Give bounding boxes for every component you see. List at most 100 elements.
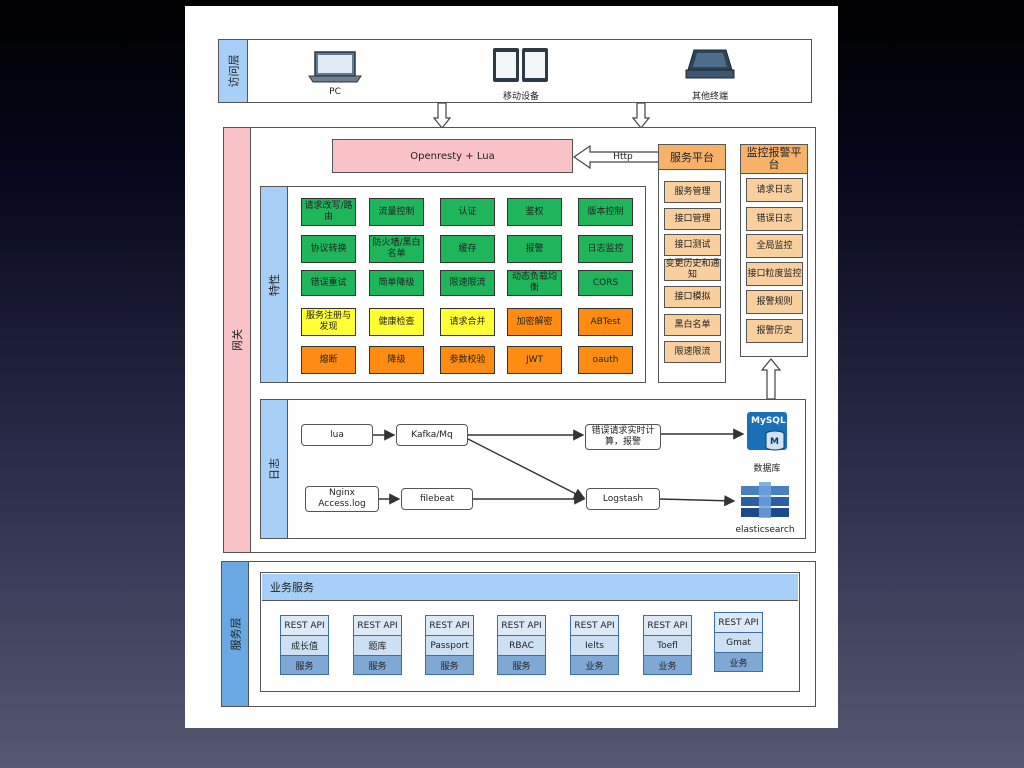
- monitor-platform-item: 全局监控: [746, 234, 803, 258]
- openresty-box: Openresty + Lua: [332, 139, 573, 173]
- monitor-platform-item: 报警历史: [746, 319, 803, 343]
- mysql-icon: MySQL M: [747, 412, 791, 452]
- feature-box: 动态负载均衡: [507, 270, 562, 296]
- device-mobile: 移动设备: [485, 46, 557, 104]
- api-card-name: Toefl: [644, 636, 691, 656]
- log-node-realtime: 错误请求实时计算，报警: [585, 424, 661, 450]
- gateway-label: 网关: [223, 127, 251, 553]
- service-platform-item: 黑白名单: [664, 314, 721, 336]
- service-platform-item: 接口测试: [664, 234, 721, 256]
- database-cylinder-icon: [765, 430, 785, 451]
- log-node-filebeat: filebeat: [401, 488, 473, 510]
- feature-box: oauth: [578, 346, 633, 374]
- monitor-platform-item: 请求日志: [746, 178, 803, 202]
- service-platform-item: 变更历史和通知: [664, 259, 721, 281]
- service-platform-title: 服务平台: [658, 144, 726, 170]
- features-label: 特性: [260, 186, 288, 383]
- service-platform-item: 限速限流: [664, 341, 721, 363]
- feature-box: 流量控制: [369, 198, 424, 226]
- monitor-platform-item: 错误日志: [746, 207, 803, 231]
- feature-box: CORS: [578, 270, 633, 296]
- tablet-icon: [493, 48, 548, 82]
- feature-box: ABTest: [578, 308, 633, 336]
- api-card-name: Gmat: [715, 633, 762, 653]
- service-layer-label: 服务层: [221, 561, 249, 707]
- api-card-protocol: REST API: [354, 616, 401, 636]
- feature-box: 简单降级: [369, 270, 424, 296]
- feature-box: 版本控制: [578, 198, 633, 226]
- feature-box: 降级: [369, 346, 424, 374]
- http-label: Http: [613, 152, 633, 162]
- feature-box: 健康检查: [369, 308, 424, 336]
- api-card-name: Passport: [426, 636, 473, 656]
- api-card-name: Ielts: [571, 636, 618, 656]
- service-platform-item: 接口管理: [664, 208, 721, 230]
- api-card-type: 服务: [426, 656, 473, 674]
- feature-box: 错误重试: [301, 270, 356, 296]
- device-pc: PC: [305, 46, 365, 101]
- feature-box: 缓存: [440, 235, 495, 263]
- feature-box: 报警: [507, 235, 562, 263]
- access-layer-label: 访问层: [218, 39, 248, 103]
- feature-box: 协议转换: [301, 235, 356, 263]
- device-label-pc: PC: [329, 87, 341, 97]
- api-card-protocol: REST API: [426, 616, 473, 636]
- api-card-protocol: REST API: [644, 616, 691, 636]
- device-other: 其他终端: [680, 46, 740, 104]
- api-card-name: 题库: [354, 636, 401, 656]
- feature-box: 认证: [440, 198, 495, 226]
- access-arrows: [432, 102, 651, 129]
- device-label-other: 其他终端: [691, 92, 728, 102]
- db-label: 数据库: [753, 464, 781, 474]
- log-node-kafka: Kafka/Mq: [396, 424, 468, 446]
- terminal-icon: [685, 49, 735, 79]
- api-card-protocol: REST API: [571, 616, 618, 636]
- log-node-lua: lua: [301, 424, 373, 446]
- api-card-protocol: REST API: [281, 616, 328, 636]
- api-card-type: 业务: [644, 656, 691, 674]
- feature-box: 服务注册与发现: [301, 308, 356, 336]
- elasticsearch-icon: [741, 482, 789, 518]
- api-card-type: 业务: [715, 653, 762, 671]
- service-platform-item: 服务管理: [664, 181, 721, 203]
- api-card-type: 服务: [281, 656, 328, 674]
- monitor-platform-item: 接口粒度监控: [746, 262, 803, 286]
- monitor-platform-title: 监控报警平台: [740, 144, 808, 174]
- feature-box: JWT: [507, 346, 562, 374]
- api-card-type: 服务: [354, 656, 401, 674]
- service-platform-item: 接口模拟: [664, 286, 721, 308]
- log-node-logstash: Logstash: [586, 488, 660, 510]
- logs-label: 日志: [260, 399, 288, 539]
- api-card-protocol: REST API: [715, 613, 762, 633]
- device-label-mobile: 移动设备: [502, 92, 539, 102]
- architecture-slide: 访问层 PC 移动设备 其他终端: [185, 6, 838, 728]
- log-node-nginx: Nginx Access.log: [305, 486, 379, 512]
- feature-box: 参数校验: [440, 346, 495, 374]
- feature-box: 加密解密: [507, 308, 562, 336]
- monitor-platform-item: 报警规则: [746, 290, 803, 314]
- feature-box: 鉴权: [507, 198, 562, 226]
- feature-box: 请求改写/路由: [301, 198, 356, 226]
- log-flow-arrows: [373, 428, 745, 507]
- laptop-icon: [308, 51, 362, 83]
- api-card-protocol: REST API: [498, 616, 545, 636]
- api-card-type: 服务: [498, 656, 545, 674]
- api-card-name: RBAC: [498, 636, 545, 656]
- db-to-monitor-arrow: [760, 358, 782, 400]
- feature-box: 限速限流: [440, 270, 495, 296]
- http-arrow: [572, 144, 660, 170]
- feature-box: 请求合并: [440, 308, 495, 336]
- feature-box: 熔断: [301, 346, 356, 374]
- logs-frame: [260, 399, 806, 539]
- feature-box: 日志监控: [578, 235, 633, 263]
- mysql-badge-text: MySQL: [751, 416, 786, 426]
- feature-box: 防火墙/黑白名单: [369, 235, 424, 263]
- elasticsearch-label: elasticsearch: [735, 525, 795, 535]
- business-services-header: 业务服务: [262, 574, 798, 601]
